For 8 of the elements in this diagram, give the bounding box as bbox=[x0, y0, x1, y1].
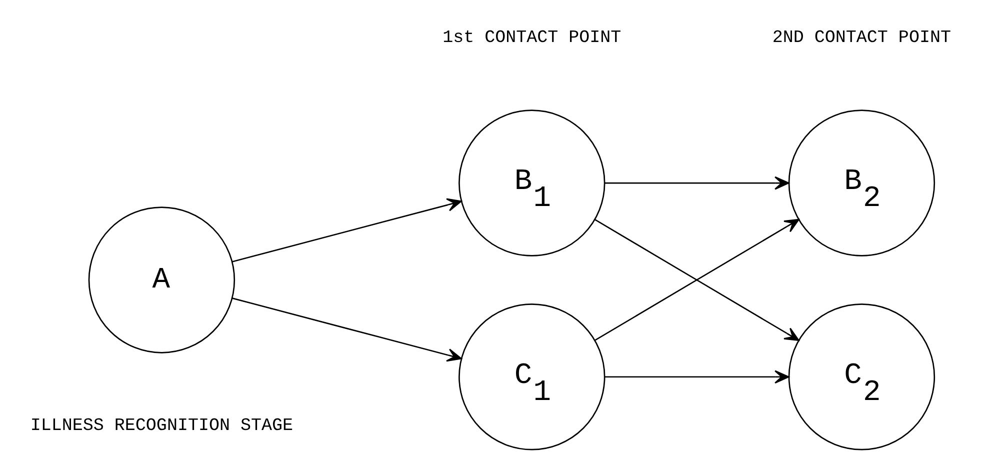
arrow bbox=[604, 176, 789, 190]
label: ILLNESS RECOGNITION STAGE bbox=[30, 416, 292, 436]
label: 2ND CONTACT POINT bbox=[772, 28, 950, 48]
label: 1st CONTACT POINT bbox=[442, 28, 621, 48]
arrow bbox=[232, 298, 462, 362]
node-circle: A bbox=[88, 206, 235, 354]
arrow bbox=[232, 198, 462, 262]
arrow bbox=[604, 370, 789, 384]
